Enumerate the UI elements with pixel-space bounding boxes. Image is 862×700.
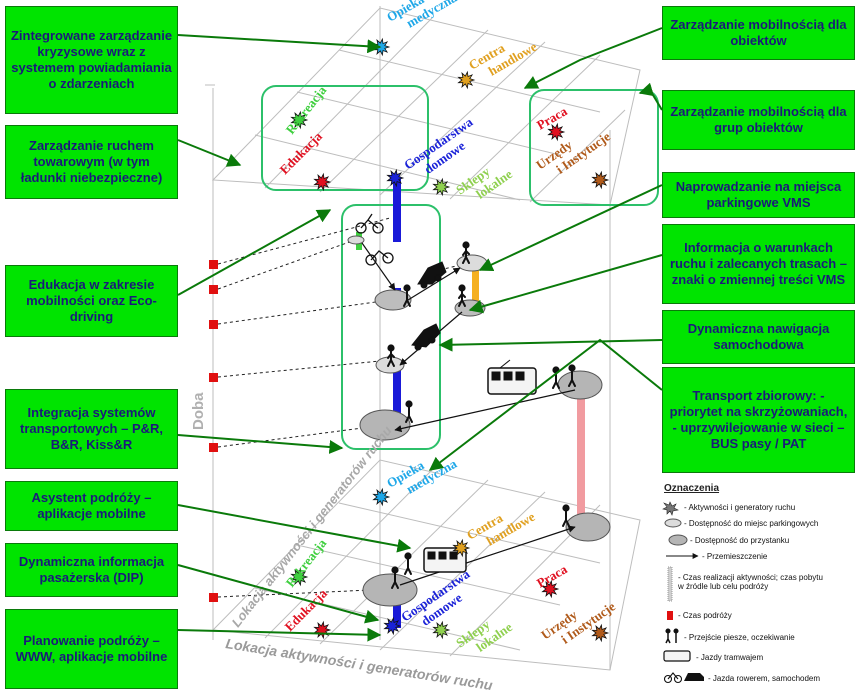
callout-freight-traffic: Zarządzanie ruchem towarowym (w tym ładu… xyxy=(5,125,178,199)
callout-object-mobility: Zarządzanie mobilnością dla obiektów xyxy=(662,6,855,60)
activity-marker-rekreacja xyxy=(290,110,309,130)
pictograms xyxy=(355,213,576,589)
frame-household-area xyxy=(341,204,441,450)
access-ellipses xyxy=(347,235,611,607)
place-label-opieka: Opiekamedyczna xyxy=(384,443,460,504)
place-label-sklepy: Sklepylokalne xyxy=(453,607,515,663)
pedestrian-icons xyxy=(387,241,576,589)
activity-bars xyxy=(356,177,585,628)
car-icon xyxy=(417,261,447,289)
activity-marker-praca xyxy=(541,579,560,599)
bar-household-top xyxy=(393,177,401,242)
legend-item-parking: - Dostępność do miejsc parkingowych xyxy=(684,519,819,528)
activity-marker-urzedy xyxy=(591,623,610,643)
activity-marker-centra xyxy=(452,538,471,558)
group-frames xyxy=(261,85,659,450)
callout-traffic-vms: Informacja o warunkach ruchu i zalecanyc… xyxy=(662,224,855,304)
bar-work xyxy=(577,390,585,525)
activity-marker-rekreacja xyxy=(290,567,309,587)
callout-trip-planning: Planowanie podróży – WWW, aplikacje mobi… xyxy=(5,609,178,689)
legend-item-activities: - Aktywności i generatory ruchu xyxy=(684,503,796,512)
activity-marker-gospodarstwa xyxy=(383,616,402,636)
legend-title: Oznaczenia xyxy=(664,483,720,494)
upper-plane xyxy=(211,7,641,206)
bar-household-bottom xyxy=(393,590,401,628)
legend-item-tram: - Jazdy tramwajem xyxy=(696,653,764,662)
place-label-centra: Centrahandlowe xyxy=(466,26,540,86)
axis-location-bottom: Lokacja aktywności i generatorów ruchu xyxy=(225,635,495,693)
time-markers xyxy=(209,260,218,602)
frame-education-recreation xyxy=(261,85,429,191)
bike-icon-2 xyxy=(365,250,394,266)
lower-plane xyxy=(211,459,641,671)
bar-shop xyxy=(472,268,479,310)
callout-parking-vms: Naprowadzanie na miejsca parkingowe VMS xyxy=(662,172,855,218)
legend-item-stop-access: - Dostępność do przystanku xyxy=(690,536,790,545)
tram-icon xyxy=(487,359,537,395)
legend-item-walking: - Przejście piesze, oczekiwanie xyxy=(684,633,795,642)
place-label-edukacja: Edukacja xyxy=(277,128,326,177)
activity-marker-edukacja xyxy=(313,172,332,192)
activity-marker-urzedy xyxy=(591,170,610,190)
legend: Oznaczenia - Aktywności i generatory ruc… xyxy=(660,483,860,693)
callout-transport-integration: Integracja systemów transportowych – P&R… xyxy=(5,389,178,469)
tram-icon-2 xyxy=(423,547,467,573)
callout-car-navigation: Dynamiczna nawigacja samochodowa xyxy=(662,310,855,364)
place-label-opieka: Opiekamedyczna xyxy=(384,0,460,38)
activity-marker-sklepy xyxy=(432,177,451,197)
frame-work-offices xyxy=(529,89,659,206)
place-label-urzedy: Urzędyi Instytucje xyxy=(538,586,618,655)
callout-public-transport: Transport zbiorowy: - priorytet na skrzy… xyxy=(662,367,855,473)
activity-marker-opieka xyxy=(372,487,391,507)
activity-marker-sklepy xyxy=(432,620,451,640)
car-icon-2 xyxy=(411,323,441,351)
activity-marker-centra xyxy=(457,70,476,90)
legend-item-travel-time: - Czas podróży xyxy=(678,611,732,620)
activity-marker-gospodarstwa xyxy=(386,168,405,188)
place-label-praca: Praca xyxy=(534,103,570,132)
callout-crisis-management: Zintegrowane zarządzanie kryzysowe wraz … xyxy=(5,6,178,114)
activity-marker-praca xyxy=(547,122,566,142)
bike-icon xyxy=(355,213,384,234)
callout-mobility-education: Edukacja w zakresie mobilności oraz Eco-… xyxy=(5,265,178,337)
legend-item-activity-time: - Czas realizacji aktywności; czas pobyt… xyxy=(678,573,823,591)
place-label-sklepy: Sklepylokalne xyxy=(453,154,515,210)
legend-item-bike-car: - Jazda rowerem, samochodem xyxy=(708,674,821,683)
legend-symbols xyxy=(662,501,704,684)
axis-time-label: Doba xyxy=(190,392,207,430)
activity-marker-edukacja xyxy=(313,620,332,640)
callout-passenger-info: Dynamiczna informacja pasażerska (DIP) xyxy=(5,543,178,597)
legend-item-movement: - Przemieszczenie xyxy=(702,552,768,561)
bar-household-low xyxy=(393,368,401,423)
callout-group-mobility: Zarządzanie mobilnością dla grup obiektó… xyxy=(662,90,855,150)
callout-arrows xyxy=(177,27,663,642)
callout-travel-assistant: Asystent podróży – aplikacje mobilne xyxy=(5,481,178,531)
